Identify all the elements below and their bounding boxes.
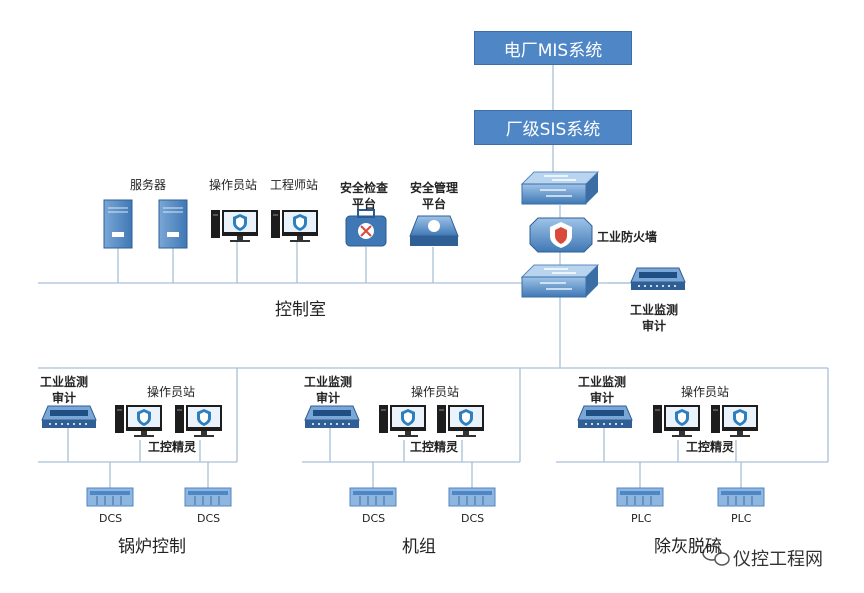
controller-label: DCS [197,512,221,525]
controller-label: PLC [731,512,752,525]
plc-controller-icon [616,487,664,507]
operator-station-icon [711,405,758,437]
controller-label: DCS [461,512,485,525]
zone-audit-label: 工业监测 审计 [40,375,89,405]
audit-device-icon [304,405,360,429]
mis-system-label: 电厂MIS系统 [503,40,603,61]
control-room-switch-icon [521,264,599,298]
safety-check-label: 安全检查 平台 [340,181,389,211]
firewall-icon [529,217,593,253]
sis-system-box: 厂级SIS系统 [474,110,632,145]
audit-device-icon [577,405,633,429]
zone-operator-label: 操作员站 [147,385,196,399]
engineer-station-label: 工程师站 [270,178,319,192]
operator-station-icon [175,405,222,437]
dcs-controller-icon [184,487,232,507]
controller-label: DCS [99,512,123,525]
server-icon [158,199,188,249]
zone-audit-label: 工业监测 审计 [304,375,353,405]
server-icon [103,199,133,249]
plc-controller-icon [717,487,765,507]
safety-check-platform-icon [345,209,387,247]
control-room-label: 控制室 [275,300,326,320]
operator-station-label: 操作员站 [209,178,258,192]
controller-label: PLC [631,512,652,525]
core-switch-icon [521,171,599,205]
dcs-controller-icon [349,487,397,507]
firewall-label: 工业防火墙 [597,230,658,244]
wechat-icon [702,545,730,566]
zone-audit-label: 工业监测 审计 [578,375,627,405]
zone-agent-label: 工控精灵 [410,440,459,454]
sis-system-label: 厂级SIS系统 [505,120,601,140]
operator-station-icon [211,210,258,242]
engineer-station-icon [271,210,318,242]
audit-device-icon [630,267,686,291]
dcs-controller-icon [448,487,496,507]
operator-station-icon [437,405,484,437]
zone-operator-label: 操作员站 [411,385,460,399]
safety-management-platform-icon [409,215,459,246]
controller-label: DCS [362,512,386,525]
audit-device-icon [41,405,97,429]
dcs-controller-icon [86,487,134,507]
zone-name: 机组 [402,537,436,557]
zone-agent-label: 工控精灵 [148,440,197,454]
operator-station-icon [115,405,162,437]
server-label: 服务器 [130,178,167,192]
zone-agent-label: 工控精灵 [686,440,735,454]
zone-name: 除灰脱硫 [654,537,722,557]
watermark: 仪控工程网 [733,549,823,570]
zone-operator-label: 操作员站 [681,385,730,399]
operator-station-icon [653,405,700,437]
control-room-audit-label: 工业监测 审计 [630,303,679,333]
mis-system-box: 电厂MIS系统 [474,31,632,65]
zone-name: 锅炉控制 [118,537,186,557]
operator-station-icon [379,405,426,437]
safety-mgmt-label: 安全管理 平台 [410,181,459,211]
